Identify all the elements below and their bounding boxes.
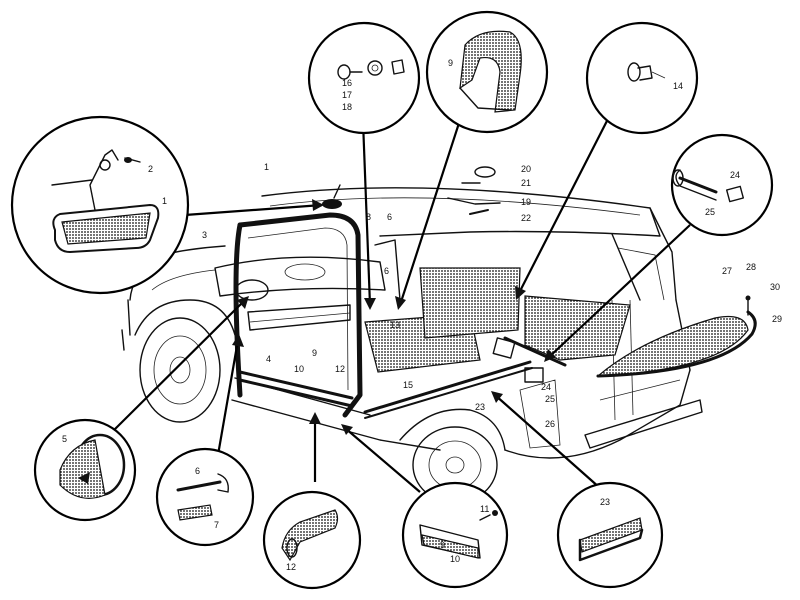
- rear-side-trim: [524, 295, 631, 361]
- detail-circle-sill-plate: [401, 481, 509, 589]
- part-label: 29: [772, 314, 782, 324]
- part-label: 6: [195, 466, 200, 476]
- sill-strip-rear: [363, 360, 532, 414]
- part-label: 22: [521, 213, 531, 223]
- part-label: 23: [600, 497, 610, 507]
- part-label: 8: [366, 212, 371, 222]
- part-label: 2: [148, 164, 153, 174]
- part-label: 28: [746, 262, 756, 272]
- part-label: 30: [770, 282, 780, 292]
- detail-circle-strip-ends: [155, 447, 255, 547]
- part-label: 12: [335, 364, 345, 374]
- detail-circle-trim-ends: [670, 133, 774, 237]
- part-label: 26: [545, 419, 555, 429]
- detail-circle-fastener: [585, 21, 699, 135]
- part-label: 14: [673, 81, 683, 91]
- detail-circle-strip: [262, 490, 362, 590]
- part-number-labels: 1 2 1 3 4 5 8 6 6 9 12 10 13 15 23 24 25…: [62, 58, 782, 572]
- detail-circle-mirror: [10, 115, 190, 295]
- detail-circle-clips: [307, 21, 421, 135]
- rear-seat-panel: [419, 267, 521, 339]
- part-label: 25: [545, 394, 555, 404]
- part-label: 1: [162, 196, 167, 206]
- part-label: 6: [384, 266, 389, 276]
- part-label: 23: [475, 402, 485, 412]
- part-label: 6: [387, 212, 392, 222]
- leader-arrows: [111, 94, 691, 493]
- part-label: 9: [448, 58, 453, 68]
- part-label: 5: [62, 434, 67, 444]
- part-label: 9: [440, 540, 445, 550]
- part-label: 25: [705, 207, 715, 217]
- part-label: 19: [521, 197, 531, 207]
- part-label: 3: [202, 230, 207, 240]
- part-label: 11: [480, 504, 489, 514]
- part-label: 13: [390, 320, 400, 330]
- part-label: 10: [450, 554, 460, 564]
- part-label: 24: [541, 382, 551, 392]
- detail-circle-seal: [425, 10, 549, 134]
- part-label: 27: [722, 266, 732, 276]
- part-label: 21: [521, 178, 531, 188]
- detail-circle-ring: [33, 418, 137, 522]
- part-label: 1: [264, 162, 269, 172]
- part-label: 16: [342, 78, 352, 88]
- part-label: 18: [342, 102, 352, 112]
- part-label: 9: [312, 348, 317, 358]
- part-label: 20: [521, 164, 531, 174]
- part-label: 17: [342, 90, 352, 100]
- part-label: 10: [294, 364, 304, 374]
- part-label: 24: [730, 170, 740, 180]
- rear-parcel-tray: [596, 315, 749, 377]
- part-label: 15: [403, 380, 413, 390]
- part-label: 7: [214, 520, 219, 530]
- part-label: 4: [266, 354, 271, 364]
- detail-circle-trim-strip: [556, 481, 664, 589]
- part-label: 12: [286, 562, 296, 572]
- sill-strip-front: [238, 370, 354, 400]
